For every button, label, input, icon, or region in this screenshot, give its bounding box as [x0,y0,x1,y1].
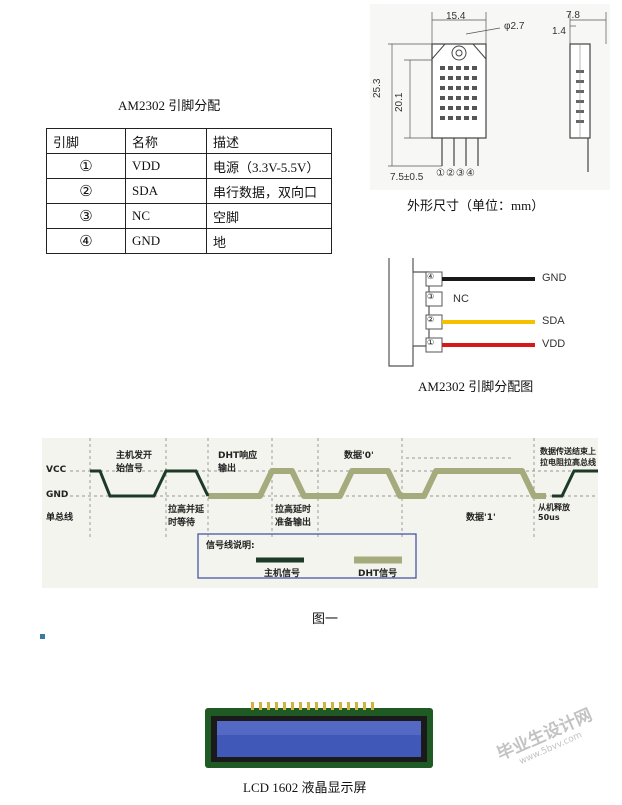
dim-height: 25.3 [372,78,383,98]
pin-desc: 串行数据，双向口 [206,178,332,204]
wire-label: GND [542,272,567,284]
pin-name: VDD [125,153,207,179]
table-header-pin: 引脚 [46,128,126,154]
pull-wait-label: 拉高并延时等待 [168,505,205,528]
dim-hole: φ2.7 [504,21,525,32]
pin-name: NC [125,203,207,229]
host-start-label: 主机发开始信号 [116,451,153,474]
dim-pitch: 7.5±0.5 [390,172,424,183]
dht-signal [208,468,546,499]
table-row: ④ GND 地 [46,228,332,254]
pin-table-title: AM2302 引脚分配 [118,98,221,113]
table-header-row: 引脚 名称 描述 [46,128,332,154]
legend-host-label: 主机信号 [264,569,301,579]
page-corner-mark [40,634,45,639]
dim-body-height: 20.1 [394,92,405,112]
timing-diagram: VCC GND 单总线 主机发开始信号 拉高并延时等待 DHT响应输出 拉高延时… [42,438,598,588]
dim-pin-marks: ①②③④ [436,168,476,179]
legend-box [197,533,417,579]
mount-hole [451,45,467,61]
dim-side: 1.4 [552,26,566,37]
end-note-label: 数据传送结束上拉电阻拉高总线 [540,447,596,467]
sensor-front-body [431,43,487,139]
pin-desc: 空脚 [206,203,332,229]
release-label: 从机释放 50us [538,503,570,522]
watermark: 毕业生设计网 www.5bvv.com [492,701,599,774]
lcd-image [205,700,433,770]
table-row: ① VDD 电源（3.3V-5.5V） [46,153,332,179]
legend-title: 信号线说明: [206,541,255,551]
vcc-label: VCC [46,465,67,475]
pin-number: ④ [46,228,126,254]
wire-num: ① [427,338,435,347]
wire-num: ③ [427,292,435,301]
lcd-caption: LCD 1602 液晶显示屏 [243,780,367,795]
dimension-svg [388,12,607,172]
legend-dht-label: DHT信号 [358,569,398,579]
pin-diagram-caption: AM2302 引脚分配图 [418,379,534,394]
dim-width: 15.4 [446,11,466,22]
wire-label: NC [453,293,469,305]
bus-label: 单总线 [46,513,74,523]
data1-label: 数据'1' [466,513,496,523]
dimension-drawing: 15.4 φ2.7 7.8 1.4 25.3 20.1 7.5±0.5 ①②③④ [370,4,610,190]
wire-num: ④ [427,272,435,281]
vent-grid [440,66,477,120]
dht-response-label: DHT响应输出 [218,451,258,474]
data0-label: 数据'0' [344,451,374,461]
wire-label: VDD [542,338,566,350]
pin-name: SDA [125,178,207,204]
dimension-caption: 外形尺寸（单位：mm） [407,198,545,213]
timing-caption: 图一 [312,611,339,626]
pull-ready-label: 拉高延时准备输出 [275,505,312,528]
host-signal [90,469,210,498]
pin-name: GND [125,228,207,254]
wire-label: SDA [542,315,565,327]
dim-depth: 7.8 [566,10,580,21]
pin-number: ② [46,178,126,204]
sensor-pins [441,138,479,166]
timing-svg [70,438,598,579]
table-header-desc: 描述 [206,128,332,154]
lcd-svg [205,702,433,768]
pin-number: ③ [46,203,126,229]
table-row: ③ NC 空脚 [46,203,332,229]
pin-table: 引脚 名称 描述 ① VDD 电源（3.3V-5.5V） ② SDA 串行数据，… [46,128,332,254]
pin-desc: 电源（3.3V-5.5V） [206,153,332,179]
host-signal-end [552,469,598,498]
gnd-label: GND [46,490,69,500]
pin-desc: 地 [206,228,332,254]
table-header-name: 名称 [125,128,207,154]
table-row: ② SDA 串行数据，双向口 [46,178,332,204]
pin-diagram: ④ ③ ② ① GND NC SDA VDD [385,258,585,370]
wire-num: ② [427,315,435,324]
pin-diagram-svg [388,258,535,367]
pin-number: ① [46,153,126,179]
